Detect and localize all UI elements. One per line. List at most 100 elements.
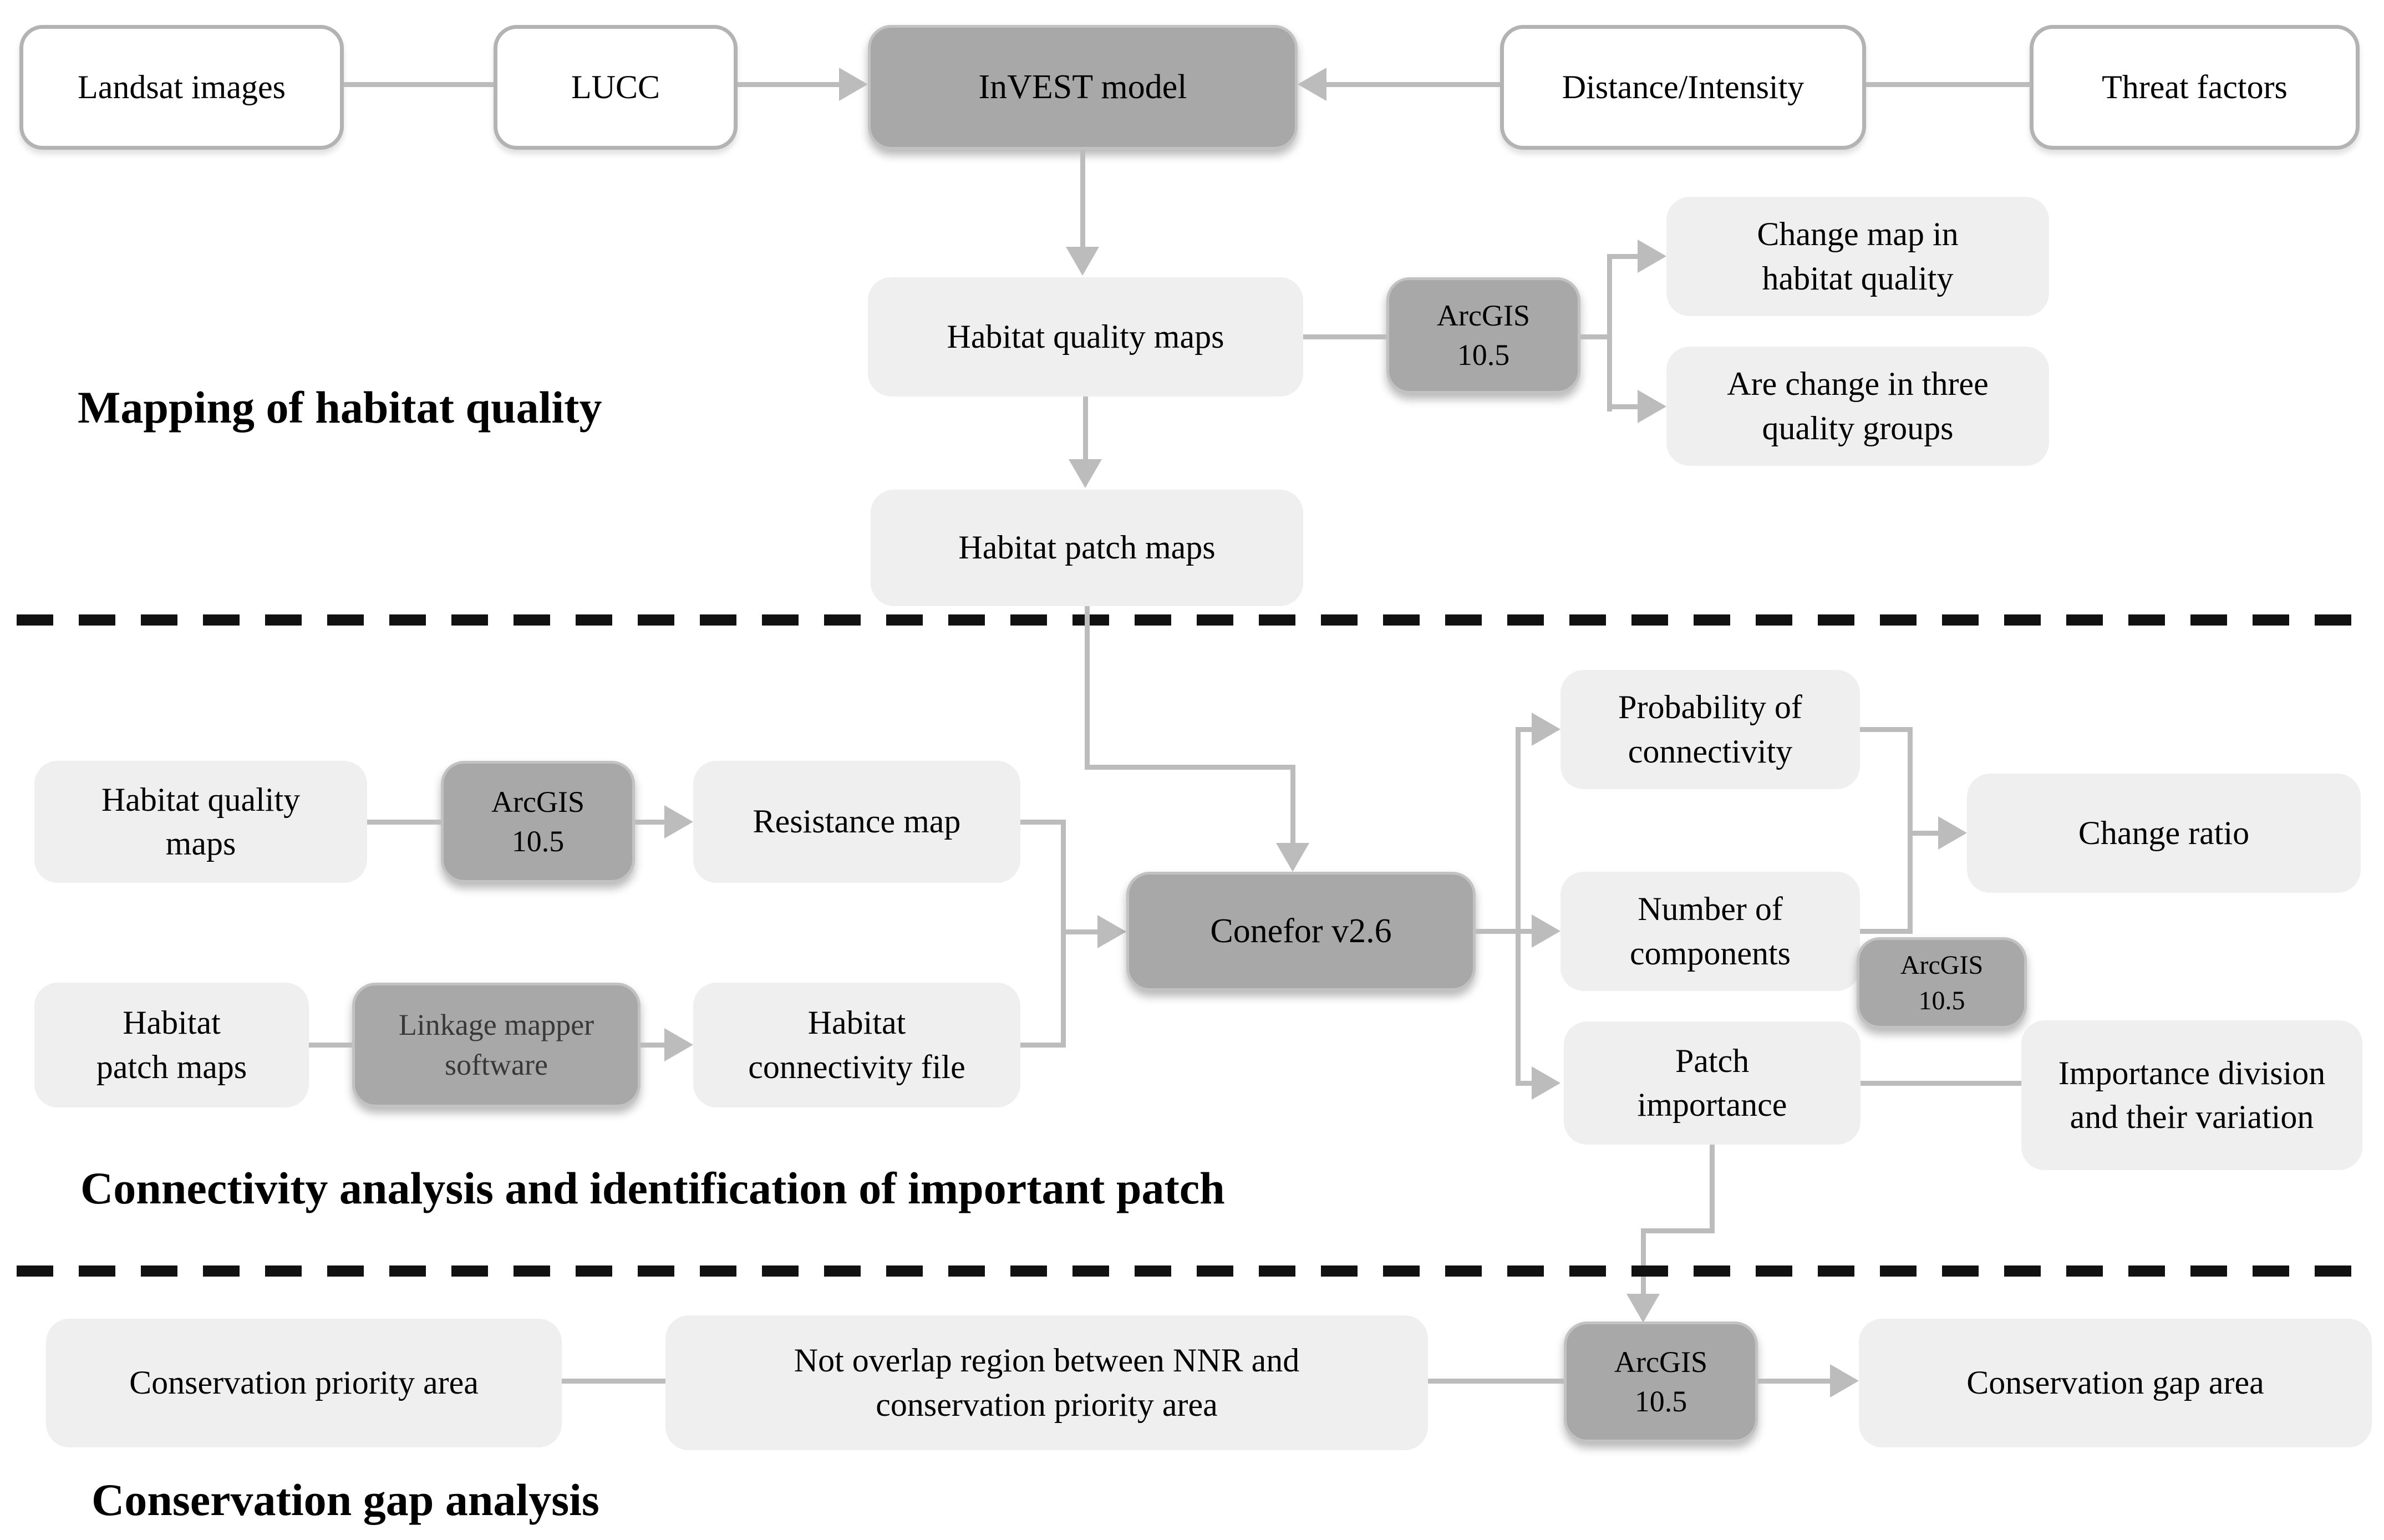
arrowhead-down-icon [1276,843,1309,872]
node-label: ArcGIS [1437,298,1530,332]
arrowhead-left-icon [1298,68,1326,101]
node-label: Importance division [2058,1054,2326,1091]
node-label: InVEST model [978,68,1187,106]
node-habitat-patch-maps-1: Habitat patch maps [871,490,1303,606]
arrowhead-down-icon [1066,247,1099,276]
node-label: ArcGIS [491,785,584,819]
node-label: Habitat quality maps [947,318,1224,355]
node-lucc: LUCC [494,25,738,150]
node-label: Resistance map [753,803,961,840]
arrowhead-right-icon [664,805,693,838]
node-label: importance [1637,1086,1787,1123]
connector-lucc-invest [738,82,840,87]
node-distance-intensity: Distance/Intensity [1500,25,1866,150]
node-landsat-images: Landsat images [19,25,344,150]
section-divider [17,614,2367,626]
node-arcgis-4: ArcGIS 10.5 [1564,1322,1758,1442]
connector-components-out [1860,929,1913,934]
connector-merge-riser [1908,727,1913,934]
connector-riser-probability [1516,727,1534,732]
arrowhead-right-icon [839,68,868,101]
connector-merge-changeratio [1913,831,1940,836]
connector-jog-left [1641,1228,1715,1233]
connector-riser [1607,254,1612,411]
connector-resistance-trunk [1020,820,1063,825]
node-label: Conservation priority area [129,1364,479,1401]
node-arcgis-2: ArcGIS 10.5 [441,761,635,883]
node-habitat-quality-maps-2: Habitat quality maps [34,761,367,883]
arrowhead-right-icon [1638,390,1666,423]
node-label: Conefor v2.6 [1210,912,1392,950]
connector-conefor-out [1476,929,1534,934]
connector-invest-hqmaps [1080,150,1085,250]
arrowhead-right-icon [1532,713,1560,746]
arrowhead-down-icon [1626,1294,1660,1323]
node-label: Habitat patch maps [958,529,1216,566]
node-label: Are change in three [1727,365,1989,403]
arrowhead-right-icon [1532,914,1560,948]
node-label: quality groups [1762,409,1954,446]
node-label: Change ratio [2078,814,2250,851]
arrowhead-right-icon [1532,1066,1560,1100]
node-conefor: Conefor v2.6 [1126,872,1476,991]
arrowhead-right-icon [664,1028,693,1061]
connector-hqmaps2-arcgis2 [367,820,441,825]
node-probability-of-connectivity: Probability of connectivity [1560,670,1860,789]
node-label: software [445,1048,548,1081]
node-invest-model: InVEST model [868,25,1298,150]
node-patch-importance: Patch importance [1564,1021,1861,1145]
connector-elbow [1085,765,1294,770]
node-arcgis-3: ArcGIS 10.5 [1857,937,2027,1029]
connector-hqmaps-patchmaps [1083,397,1088,462]
connector-riser-patchimportance [1516,1081,1534,1086]
node-label: and their variation [2070,1099,2314,1135]
node-habitat-quality-maps-1: Habitat quality maps [868,277,1303,397]
connector-patchmaps-down [1085,606,1090,770]
connector-patchimportance-importancedivision [1861,1081,2021,1086]
node-label: patch maps [96,1048,247,1085]
node-are-change-in-three-quality-groups: Are change in three quality groups [1666,347,2049,466]
node-conservation-priority-area: Conservation priority area [46,1319,562,1447]
connector-riser-arechange [1607,404,1639,409]
node-change-map-in-habitat-quality: Change map in habitat quality [1666,197,2049,316]
node-label: maps [165,825,236,862]
connector-distance-invest [1326,82,1500,87]
arrowhead-right-icon [1638,240,1666,273]
node-not-overlap-region: Not overlap region between NNR and conse… [665,1315,1428,1450]
node-label: Distance/Intensity [1562,68,1804,105]
node-label: Habitat [807,1004,906,1041]
node-linkage-mapper-software: Linkage mapper software [352,983,641,1107]
node-label: conservation priority area [876,1386,1218,1423]
connector-linkage-connfile [641,1043,667,1048]
connector-connfile-trunk [1020,1043,1063,1048]
node-habitat-patch-maps-2: Habitat patch maps [34,983,309,1107]
connector-notoverlap-arcgis4 [1428,1379,1564,1384]
node-label: Habitat [123,1004,221,1041]
section-divider [17,1265,2367,1277]
node-label: 10.5 [1457,338,1510,372]
node-label: Change map in [1757,216,1959,253]
node-label: LUCC [571,68,660,105]
connector-trunk-conefor [1061,929,1100,934]
node-change-ratio: Change ratio [1967,774,2361,893]
node-label: Linkage mapper [398,1008,594,1042]
connector-elbow-down [1290,765,1295,845]
node-threat-factors: Threat factors [2030,25,2360,150]
connector-arcgis4-gaparea [1758,1379,1831,1384]
node-label: Conservation gap area [1966,1364,2264,1401]
arrowhead-right-icon [1938,816,1967,850]
connector-out-riser [1516,727,1521,1086]
connector-patchmaps2-linkage [309,1043,352,1048]
node-label: Patch [1675,1042,1750,1079]
connector-riser-changemap [1607,254,1639,259]
node-label: 10.5 [1634,1385,1687,1418]
node-label: ArcGIS [1900,951,1984,980]
node-label: Threat factors [2102,68,2288,105]
connector-hqmaps-arcgis [1303,334,1386,339]
connector-arcgis-riser [1580,334,1610,339]
connector-priority-notoverlap [562,1379,665,1384]
node-habitat-connectivity-file: Habitat connectivity file [693,983,1020,1107]
node-label: Number of [1638,891,1783,928]
node-importance-division: Importance division and their variation [2021,1020,2362,1170]
